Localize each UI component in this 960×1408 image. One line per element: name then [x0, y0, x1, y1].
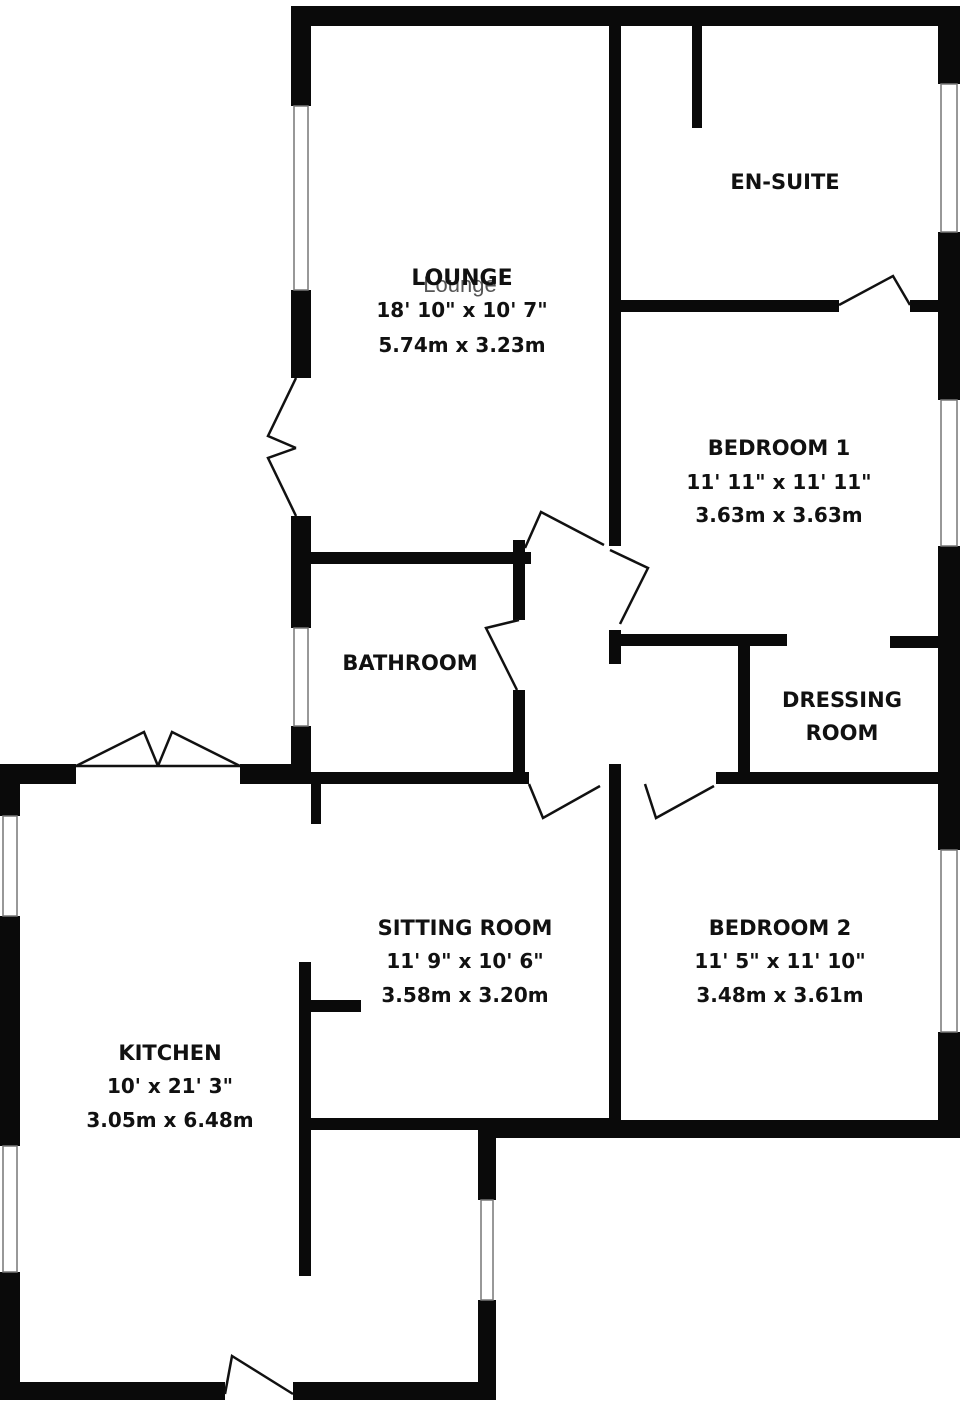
outer-walls [0, 6, 960, 1400]
kitchen-metric: 3.05m x 6.48m [86, 1108, 253, 1132]
windows [2, 83, 958, 1301]
kitchen-imperial: 10' x 21' 3" [107, 1074, 233, 1098]
sitting-name: SITTING ROOM [378, 916, 553, 940]
kitchen-name: KITCHEN [118, 1041, 221, 1065]
dressing-name-line2: ROOM [806, 721, 879, 745]
lounge-imperial: 18' 10" x 10' 7" [376, 298, 547, 322]
lounge-name: LOUNGE [411, 266, 512, 291]
sitting-metric: 3.58m x 3.20m [381, 983, 548, 1007]
interior-walls [299, 6, 940, 1276]
lounge-ghost-label: Lounge [423, 272, 496, 297]
room-labels: Lounge LOUNGE 18' 10" x 10' 7" 5.74m x 3… [86, 170, 902, 1132]
lounge-metric: 5.74m x 3.23m [378, 333, 545, 357]
bedroom2-imperial: 11' 5" x 11' 10" [694, 949, 865, 973]
bedroom1-metric: 3.63m x 3.63m [695, 503, 862, 527]
bedroom2-metric: 3.48m x 3.61m [696, 983, 863, 1007]
doors [75, 274, 912, 1396]
en-suite-name: EN-SUITE [730, 170, 839, 194]
bedroom1-name: BEDROOM 1 [708, 436, 850, 460]
dressing-name-line1: DRESSING [782, 688, 902, 712]
bathroom-name: BATHROOM [342, 651, 477, 675]
bedroom2-name: BEDROOM 2 [709, 916, 851, 940]
bedroom1-imperial: 11' 11" x 11' 11" [686, 470, 871, 494]
sitting-imperial: 11' 9" x 10' 6" [386, 949, 543, 973]
